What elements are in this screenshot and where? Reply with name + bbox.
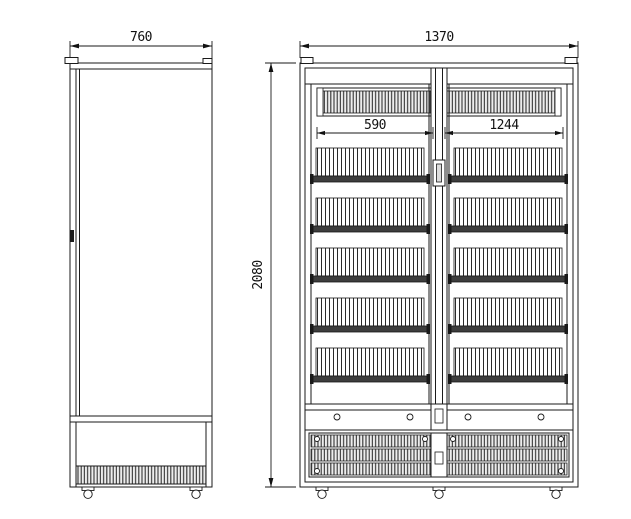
dim-label-right-door-opening: 1244 [489,118,519,133]
dim-label-left-door-opening: 590 [364,118,386,133]
door-frames [305,84,573,405]
side-top-rear-tab [202,58,213,64]
wire-shelf [309,297,431,335]
grille-center-divider [430,432,448,478]
condenser-grille [308,432,570,478]
dim-label-front-height: 2080 [251,260,266,289]
wire-shelf [309,197,431,235]
dim-label-front-width: 1370 [424,30,453,45]
wire-shelf [447,347,569,385]
side-base-vent [75,465,207,485]
wire-shelf [447,147,569,185]
dim-front-width: 1370 [299,30,579,58]
wire-shelf [309,247,431,285]
center-mullion [430,67,448,405]
wire-shelf [447,297,569,335]
dim-front-height: 2080 [251,62,296,488]
kickplate-band [305,403,573,431]
side-view [64,57,213,499]
wire-shelf [309,147,431,185]
dimensions: 760 1370 2080 590 [69,30,579,488]
side-door-handle [70,230,74,242]
dim-right-door-opening: 1244 [444,118,564,139]
dim-left-door-opening: 590 [316,118,434,139]
wire-shelf [447,247,569,285]
side-cabinet-outline [69,62,213,488]
wire-shelf [447,197,569,235]
front-top-left-hinge [300,57,314,64]
dim-label-side-width: 760 [130,30,152,45]
dim-side-width: 760 [69,30,213,58]
front-top-right-hinge [564,57,578,64]
front-view [299,57,579,499]
wire-shelf [309,347,431,385]
side-top-hinge [64,57,79,64]
